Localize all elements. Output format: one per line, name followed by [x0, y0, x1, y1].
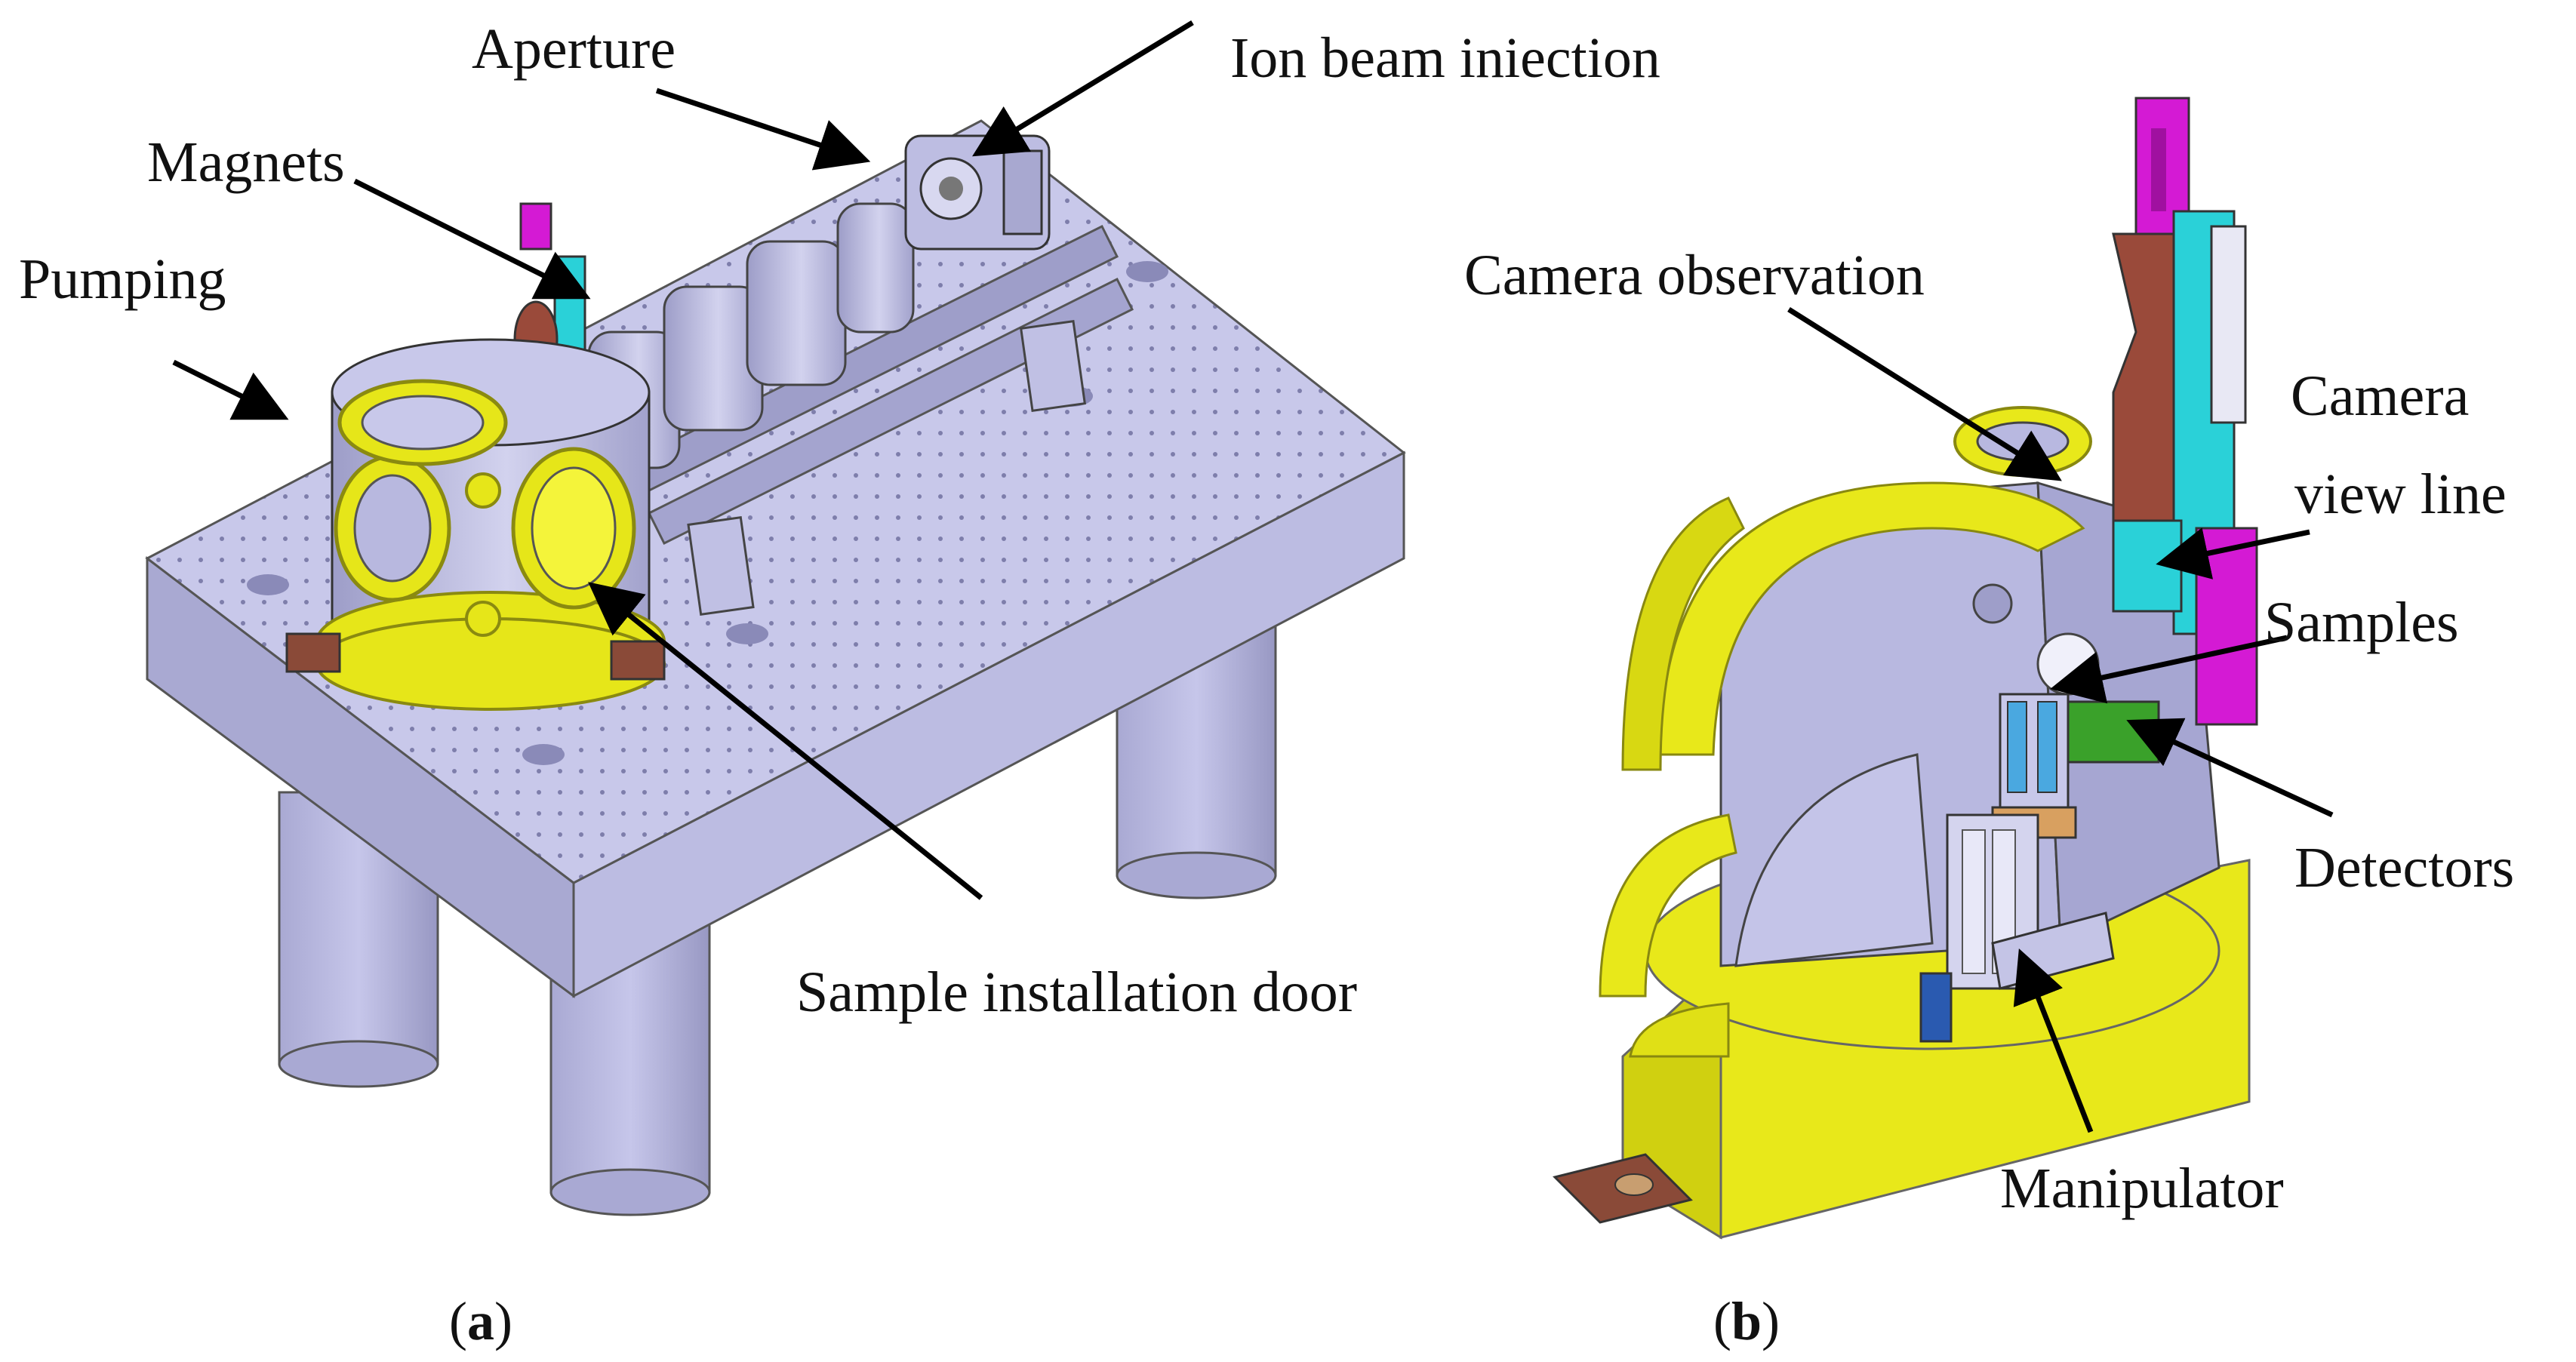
arrow-sample-door [588, 582, 983, 900]
arrow-manipulator [2013, 948, 2094, 1133]
panel-a-drawing: Aperture Ion beam iniection Magnets Pump… [19, 17, 1660, 1351]
label-sample-installation-door: Sample installation door [796, 961, 1357, 1024]
ion-injector [904, 134, 1051, 251]
label-manipulator: Manipulator [2000, 1157, 2284, 1220]
label-camera: Camera [2291, 364, 2469, 428]
label-pumping: Pumping [19, 247, 226, 311]
arrow-ion-beam [972, 20, 1194, 157]
arrow-samples [2050, 635, 2288, 704]
label-ion-beam-injection: Ion beam iniection [1230, 26, 1660, 90]
panel-b-arrows [1787, 307, 2334, 1133]
label-samples: Samples [2264, 591, 2459, 654]
arrow-detectors [2126, 718, 2334, 818]
label-aperture: Aperture [472, 17, 676, 81]
label-view-line: view line [2294, 463, 2507, 526]
arrow-pumping [172, 359, 289, 420]
base-bracket-b [1553, 1153, 1693, 1224]
panel-b-drawing: Camera observation Camera view line Samp… [1464, 97, 2514, 1351]
arrow-camera-view-line [2156, 527, 2310, 580]
label-camera-observation: Camera observation [1464, 244, 1925, 307]
panel-a-arrows [172, 20, 1194, 900]
caption-a: (a) [449, 1291, 512, 1351]
label-magnets: Magnets [147, 131, 345, 194]
caption-b: (b) [1713, 1291, 1780, 1351]
arrow-magnets [353, 178, 591, 300]
arrow-aperture [655, 88, 871, 171]
vacuum-chamber-a [285, 338, 666, 711]
label-detectors: Detectors [2294, 836, 2514, 899]
arrow-camera-observation [1787, 307, 2062, 481]
